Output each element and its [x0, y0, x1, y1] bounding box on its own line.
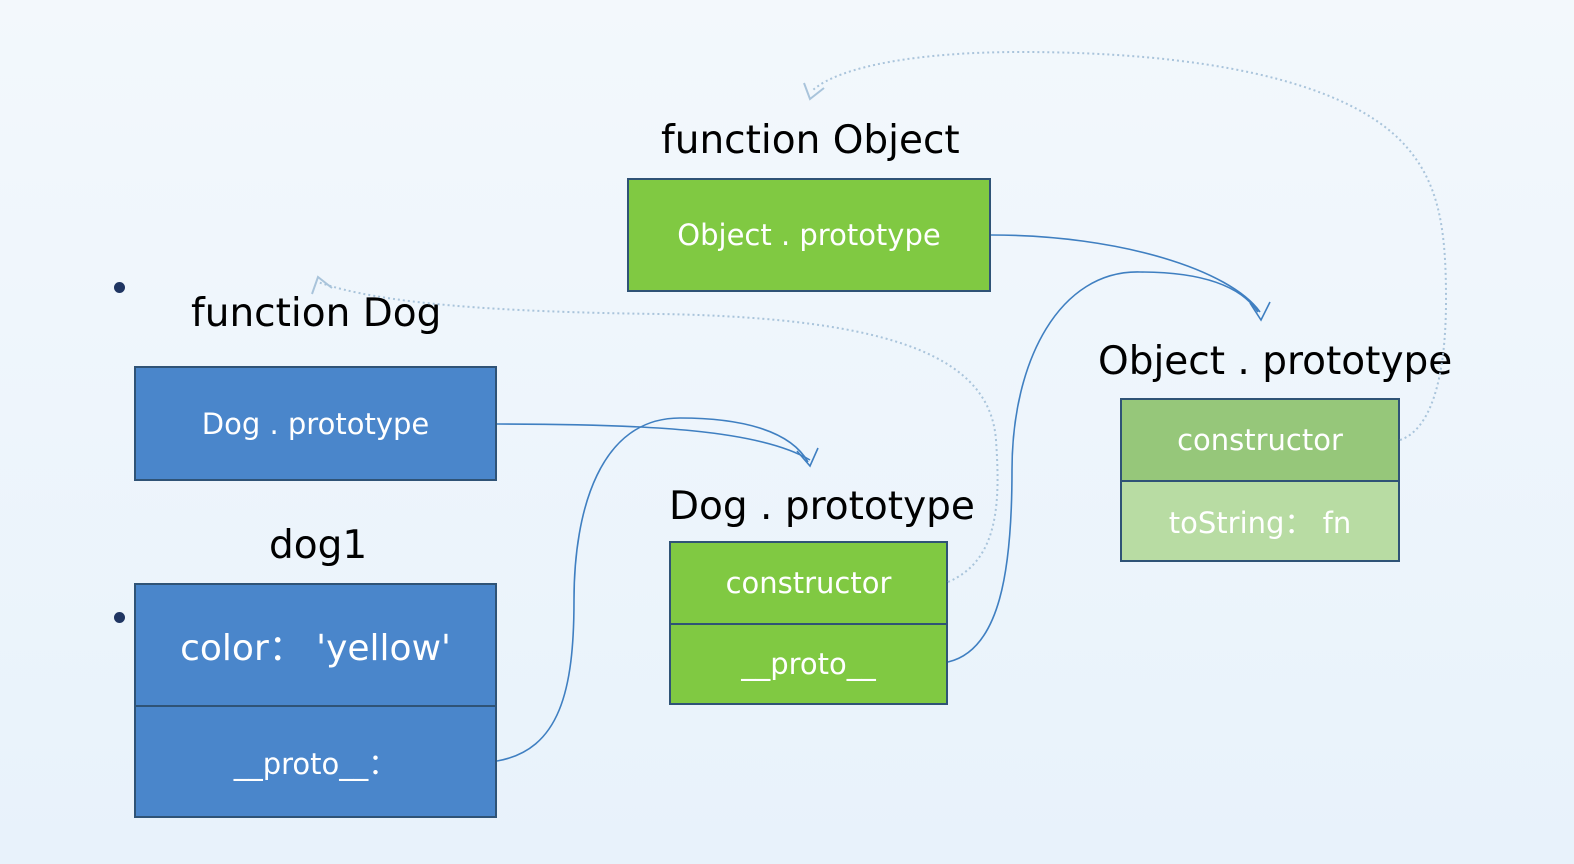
- bullet-dot-top: [114, 282, 125, 293]
- arrow-dog-prototype-link: [496, 423, 811, 461]
- object-prototype-property: Object . prototype: [629, 180, 989, 290]
- dog1-title: dog1: [269, 523, 368, 568]
- function-dog-title: function Dog: [191, 291, 442, 336]
- function-object-title: function Object: [661, 118, 960, 163]
- dotted-arrowhead-dog-constructor: [311, 275, 333, 295]
- object-prototype-title: Object . prototype: [1098, 339, 1453, 384]
- arrow-object-prototype-link: [990, 234, 1261, 313]
- object-prototype-tostring: toString： fn: [1122, 480, 1398, 560]
- arrow-dog1-proto-link: [496, 417, 809, 762]
- dotted-arrowhead-object-constructor: [803, 82, 825, 101]
- arrowhead-object-prototype-link: [1249, 301, 1271, 322]
- arrowhead-dog-prototype-link: [796, 447, 819, 468]
- dog1-proto-field: __proto__：: [136, 705, 495, 816]
- function-object-box: Object . prototype: [627, 178, 991, 292]
- bullet-dot-bottom: [114, 612, 125, 623]
- dog1-box: color： 'yellow' __proto__：: [134, 583, 497, 818]
- dog-prototype-proto: __proto__: [671, 623, 946, 703]
- dog-prototype-constructor: constructor: [671, 543, 946, 623]
- dog-prototype-title: Dog . prototype: [669, 484, 975, 529]
- function-dog-box: Dog . prototype: [134, 366, 497, 481]
- dog-prototype-property: Dog . prototype: [136, 368, 495, 479]
- dog-prototype-box: constructor __proto__: [669, 541, 948, 705]
- object-prototype-constructor: constructor: [1122, 400, 1398, 480]
- dotted-arrow-dog-constructor: [317, 281, 999, 583]
- object-prototype-box: constructor toString： fn: [1120, 398, 1400, 562]
- dog1-color-field: color： 'yellow': [136, 585, 495, 705]
- arrow-dog-prototype-proto-link: [947, 271, 1259, 663]
- dotted-arrow-object-constructor: [812, 50, 1448, 441]
